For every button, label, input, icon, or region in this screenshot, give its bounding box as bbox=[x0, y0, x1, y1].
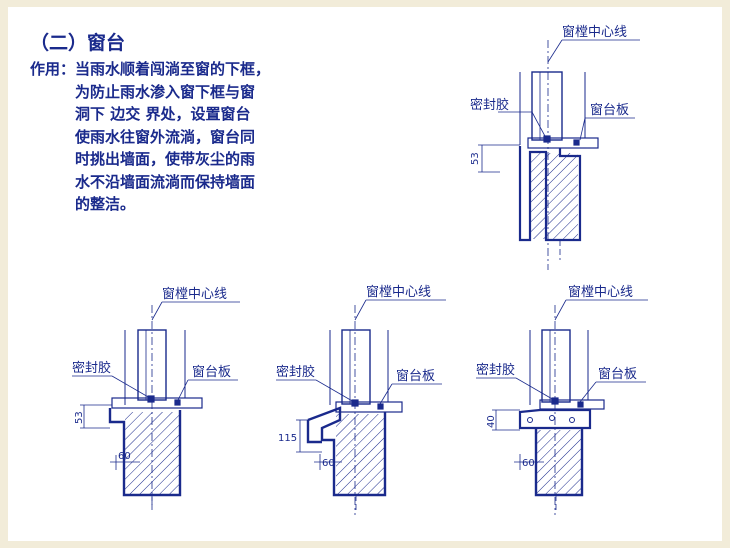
sealant-label-1: 密封胶 bbox=[470, 97, 509, 113]
purpose-label: 作用： bbox=[30, 60, 76, 78]
dim-label: 60 bbox=[322, 458, 335, 469]
sealant-label-4: 密封胶 bbox=[476, 362, 515, 378]
dim-label: 53 bbox=[74, 411, 85, 424]
purpose-line: 当雨水顺着闯淌至窗的下框， bbox=[75, 60, 271, 78]
dim-label: 60 bbox=[118, 451, 131, 462]
purpose-line: 的整洁。 bbox=[75, 195, 136, 213]
centerline-label-3: 窗樘中心线 bbox=[366, 284, 431, 300]
detail-right bbox=[476, 299, 648, 515]
dim-label: 60 bbox=[522, 458, 535, 469]
detail-middle bbox=[276, 299, 446, 515]
dim-label: 53 bbox=[470, 152, 481, 165]
dim-label: 40 bbox=[486, 415, 497, 428]
purpose-line: 水不沿墙面流淌而保持墙面 bbox=[75, 172, 256, 191]
centerline-label-2: 窗樘中心线 bbox=[162, 286, 227, 302]
section-heading: （二）窗台 bbox=[30, 32, 126, 54]
centerline-label-4: 窗樘中心线 bbox=[568, 284, 633, 300]
sill-label-3: 窗台板 bbox=[396, 368, 435, 384]
dim-label: 115 bbox=[278, 433, 297, 444]
sealant-label-2: 密封胶 bbox=[72, 360, 111, 376]
purpose-line: 使雨水往窗外流淌，窗台同 bbox=[75, 127, 256, 146]
sill-label-1: 窗台板 bbox=[590, 102, 629, 118]
detail-top bbox=[478, 39, 640, 270]
detail-left bbox=[72, 301, 240, 510]
purpose-line: 为防止雨水渗入窗下框与窗 bbox=[75, 82, 256, 101]
centerline-label-1: 窗樘中心线 bbox=[562, 24, 627, 40]
sill-label-4: 窗台板 bbox=[598, 366, 637, 382]
purpose-line: 洞下 边交 界处，设置窗台 bbox=[75, 105, 251, 123]
sealant-label-3: 密封胶 bbox=[276, 364, 315, 380]
purpose-text: 作用： 当雨水顺着闯淌至窗的下框， 为防止雨水渗入窗下框与窗 洞下 边交 界处，… bbox=[30, 58, 370, 216]
purpose-line: 时挑出墙面，使带灰尘的雨 bbox=[75, 150, 256, 168]
sill-label-2: 窗台板 bbox=[192, 364, 231, 380]
